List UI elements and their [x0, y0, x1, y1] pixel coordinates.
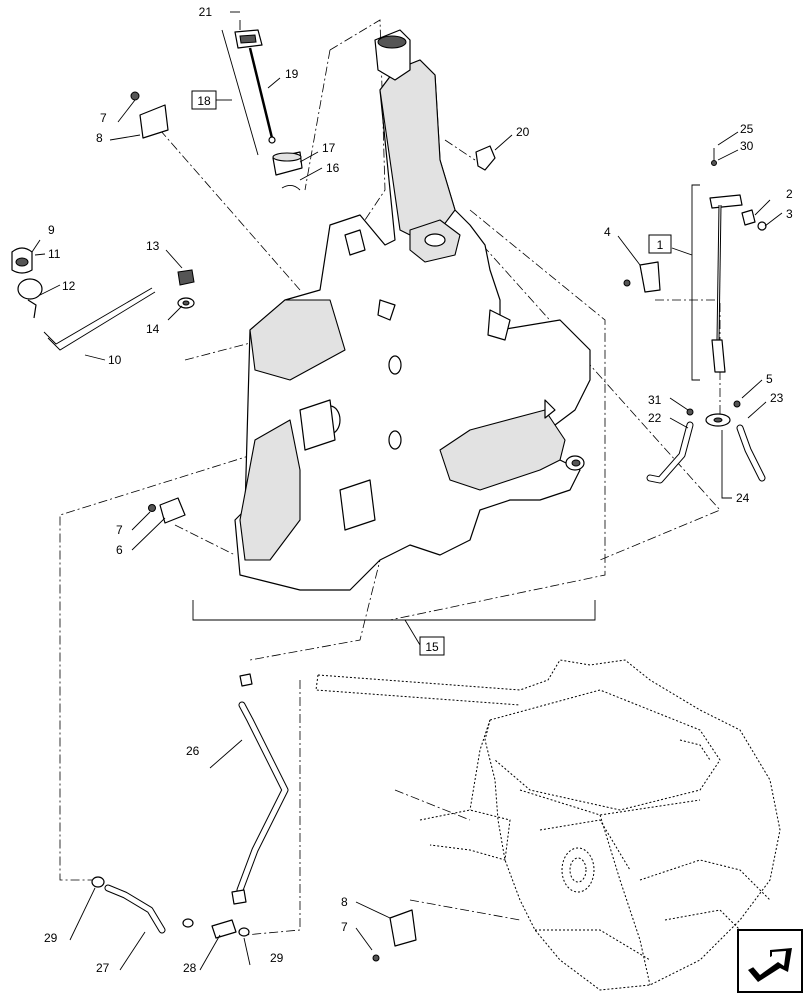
callout-26: 26	[186, 744, 200, 758]
callout-24: 24	[736, 491, 750, 505]
callout-7b: 7	[116, 523, 123, 537]
elbow-fitting: 20	[475, 125, 530, 171]
callout-4: 4	[604, 225, 611, 239]
sender-assembly-right: 1 2 3 4 25 30 5 23 31 22	[604, 122, 793, 505]
callout-31: 31	[648, 393, 662, 407]
callout-10: 10	[108, 353, 122, 367]
callout-30: 30	[740, 139, 754, 153]
reservoir-tank	[234, 29, 591, 591]
installed-view	[315, 659, 781, 991]
next-arrow-icon	[748, 948, 792, 982]
callout-11: 11	[48, 247, 61, 261]
callout-14: 14	[146, 322, 160, 336]
callout-28: 28	[183, 961, 197, 975]
plug-grommet: 13 14	[146, 239, 195, 336]
callout-20: 20	[516, 125, 530, 139]
level-sender-assembly: 21 18 19 17 16	[191, 5, 340, 191]
callout-16: 16	[326, 161, 340, 175]
callout-13: 13	[146, 239, 160, 253]
callout-27: 27	[96, 961, 110, 975]
callout-8a: 8	[96, 131, 103, 145]
next-page-button[interactable]	[737, 929, 803, 993]
bracket-lower: 7 6	[116, 497, 186, 557]
callout-6: 6	[116, 543, 123, 557]
lower-hose-assembly: 26 29 27 28 29 8 7	[44, 673, 417, 975]
callout-21: 21	[199, 5, 213, 19]
callout-15: 15	[425, 640, 439, 654]
callout-25: 25	[740, 122, 754, 136]
bracket-upper: 7 8	[96, 91, 169, 145]
tank-assembly-bracket: 15	[192, 600, 596, 656]
callout-29a: 29	[44, 931, 58, 945]
callout-19: 19	[285, 67, 299, 81]
callout-5: 5	[766, 372, 773, 386]
callout-3: 3	[786, 207, 793, 221]
callout-8b: 8	[341, 895, 348, 909]
callout-1: 1	[657, 238, 664, 252]
callout-9: 9	[48, 223, 55, 237]
callout-23: 23	[770, 391, 784, 405]
callout-29b: 29	[270, 951, 284, 965]
callout-12: 12	[62, 279, 76, 293]
callout-22: 22	[648, 411, 662, 425]
callout-17: 17	[322, 141, 336, 155]
callout-18: 18	[197, 94, 211, 108]
callout-7a: 7	[100, 111, 107, 125]
callout-2: 2	[786, 187, 793, 201]
callout-7c: 7	[341, 920, 348, 934]
breather-assembly: 9 11 12 10	[11, 223, 156, 367]
